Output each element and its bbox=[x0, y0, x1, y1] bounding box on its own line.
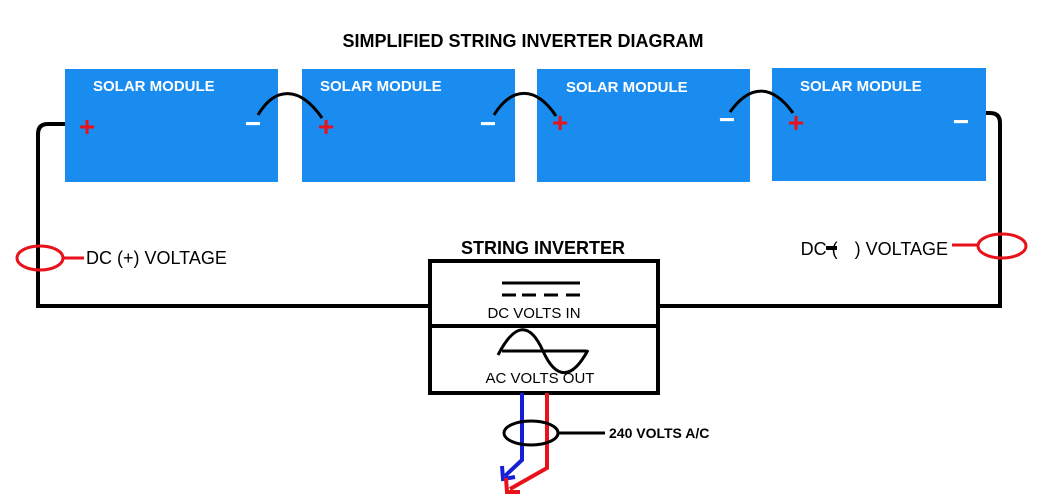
negative-terminal: − bbox=[953, 106, 969, 137]
ac-live-arrow-icon bbox=[504, 477, 520, 494]
solar-module-label: SOLAR MODULE bbox=[93, 78, 215, 95]
minus-sign-icon bbox=[826, 246, 837, 250]
dc-negative-label-prefix: DC ( bbox=[801, 239, 838, 259]
diagram-title: SIMPLIFIED STRING INVERTER DIAGRAM bbox=[342, 31, 703, 51]
solar-module-label: SOLAR MODULE bbox=[566, 79, 688, 96]
dc-positive-wire bbox=[36, 122, 430, 308]
series-jumper-3-4 bbox=[728, 89, 795, 114]
negative-terminal: − bbox=[480, 108, 496, 139]
solar-module-1: SOLAR MODULE + − bbox=[65, 69, 278, 182]
ac-neutral-arrow-icon bbox=[500, 465, 516, 482]
dc-volts-in-label: DC VOLTS IN bbox=[487, 305, 580, 322]
ac-volts-out-label: AC VOLTS OUT bbox=[486, 370, 595, 387]
solar-module-label: SOLAR MODULE bbox=[800, 78, 922, 95]
series-jumper-2-3 bbox=[492, 91, 558, 117]
solar-module-panel bbox=[302, 69, 515, 182]
series-jumper-1-2 bbox=[256, 92, 324, 119]
ac-live-wire bbox=[509, 393, 549, 491]
inverter-title: STRING INVERTER bbox=[461, 238, 625, 258]
ac-meter-ring bbox=[502, 419, 560, 447]
solar-module-3: SOLAR MODULE + − bbox=[537, 69, 750, 182]
positive-terminal: + bbox=[788, 107, 804, 138]
dc-negative-label-suffix: ) VOLTAGE bbox=[855, 239, 948, 259]
positive-terminal: + bbox=[79, 111, 95, 142]
solar-module-panel bbox=[537, 69, 750, 182]
solar-module-4: SOLAR MODULE + − bbox=[772, 68, 986, 181]
dc-positive-label: DC (+) VOLTAGE bbox=[86, 248, 227, 268]
solar-module-panel bbox=[772, 68, 986, 181]
solar-module-panel bbox=[65, 69, 278, 182]
ac-neutral-wire bbox=[503, 393, 524, 478]
positive-terminal: + bbox=[318, 111, 334, 142]
dc-negative-label: DC ( ) VOLTAGE bbox=[801, 239, 948, 259]
dc-negative-wire bbox=[658, 111, 1002, 308]
ac-sine-icon bbox=[496, 328, 590, 375]
dc-symbol-icon bbox=[502, 281, 580, 297]
ac-output-label: 240 VOLTS A/C bbox=[609, 425, 709, 441]
solar-module-2: SOLAR MODULE + − bbox=[302, 69, 515, 182]
negative-terminal: − bbox=[245, 108, 261, 139]
solar-module-label: SOLAR MODULE bbox=[320, 78, 442, 95]
